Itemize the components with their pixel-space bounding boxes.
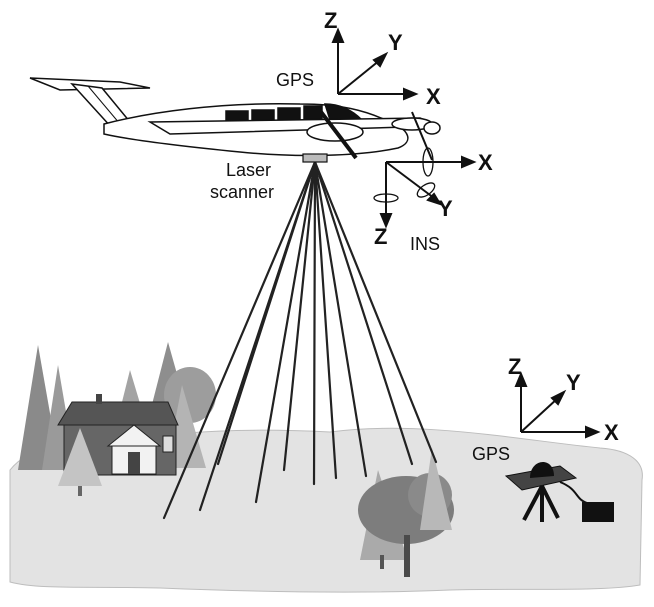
ins-axis-x: X <box>478 150 493 175</box>
ins-rotation-y <box>416 182 436 198</box>
laser-scanner-icon <box>302 153 328 163</box>
airplane-icon <box>29 77 441 161</box>
laser-scanner-label: scanner <box>210 182 274 202</box>
ground-gps-axes <box>514 371 601 439</box>
ground-axis-z: Z <box>508 354 521 379</box>
gps-antenna-icon <box>504 461 591 522</box>
gps-tripod-leg <box>540 485 560 519</box>
ins-rotation-x <box>422 147 434 177</box>
aircraft-axis-z: Z <box>324 8 337 33</box>
aircraft-gps-label: GPS <box>276 70 314 90</box>
ins-axes <box>379 155 477 229</box>
house-roof <box>57 401 179 426</box>
ins-axis-y: Y <box>438 196 453 221</box>
ground-gps-label: GPS <box>472 444 510 464</box>
tree-icon <box>58 428 102 486</box>
ground-axis-x: X <box>604 420 619 445</box>
ins-rotation-z <box>373 193 399 203</box>
aircraft-axis-x: X <box>426 84 441 109</box>
airplane-propeller <box>411 111 433 161</box>
gps-receiver-icon <box>582 502 614 522</box>
ground-axis-y: Y <box>566 370 581 395</box>
forest-right <box>358 448 454 577</box>
ins-label: INS <box>410 234 440 254</box>
ins-axis-z: Z <box>374 224 387 249</box>
house-window <box>162 435 174 453</box>
aircraft-axis-y: Y <box>388 30 403 55</box>
airplane-propeller <box>316 106 358 160</box>
airplane-tailplane <box>29 77 151 91</box>
laser-scanner-label: Laser <box>226 160 271 180</box>
house-chimney <box>96 394 102 404</box>
tree-trunk <box>404 535 410 577</box>
tree-icon <box>164 367 216 423</box>
gps-tripod-leg <box>522 485 544 521</box>
tree-trunk <box>78 486 82 496</box>
laser-beams <box>162 160 438 520</box>
airplane-propeller-hub <box>423 121 441 135</box>
tree-icon <box>420 448 452 530</box>
gps-antenna-dome <box>530 461 554 478</box>
tree-trunk <box>380 555 384 569</box>
house-door <box>128 452 140 474</box>
aircraft-gps-axes <box>331 27 419 101</box>
